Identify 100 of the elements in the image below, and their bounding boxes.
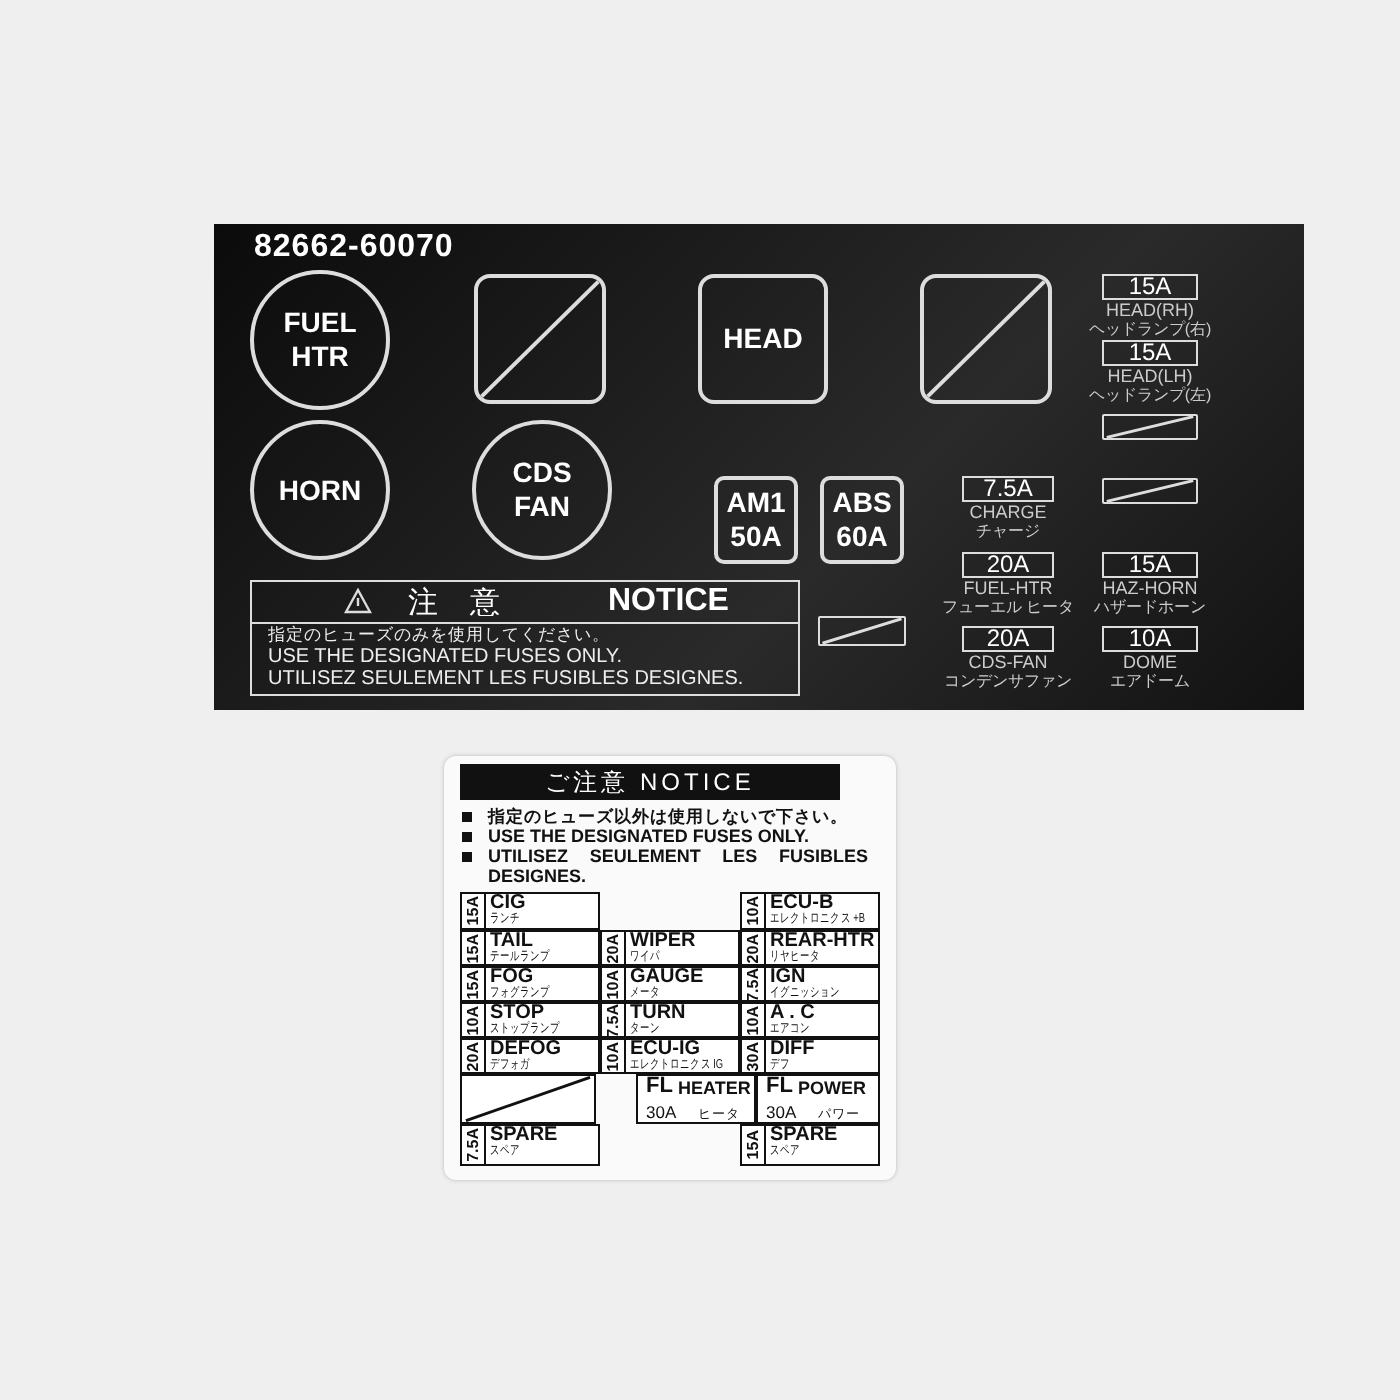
fuse-name: TAIL [490, 930, 533, 952]
notice-heading: ご注意 NOTICE [460, 764, 840, 800]
blank-fuse-slot [818, 616, 906, 646]
japanese-name: ヘッドランプ(左) [1086, 386, 1214, 406]
fuse-cell [740, 1124, 880, 1166]
fuse-name: REAR-HTR [770, 930, 875, 952]
fuse-name: HAZ-HORN [1100, 578, 1200, 598]
japanese-name: ヘッドランプ(右) [1086, 320, 1214, 340]
fuse-cell [600, 1038, 740, 1074]
fuse-circle [250, 420, 390, 560]
notice-heading: NOTICE [608, 584, 729, 620]
notice-text: USE THE DESIGNATED FUSES ONLY. [488, 826, 812, 846]
blank-fuse-slot [460, 1074, 596, 1124]
fuse-cell [460, 930, 600, 966]
fuse-name: FOG [490, 966, 534, 988]
fuse-name: FL [646, 1076, 673, 1098]
fuse-cell [460, 966, 600, 1002]
fuse-name: ABS 60A [830, 486, 894, 554]
fuse-cell [740, 892, 880, 930]
amperage: 15A [463, 896, 483, 926]
amperage: 10A [463, 1005, 483, 1035]
japanese-name: ハザードホーン [1092, 598, 1208, 618]
fuse-name: ECU-IG [630, 1038, 700, 1060]
amperage: 7.5A [463, 1128, 483, 1162]
notice-text: UTILISEZ SEULEMENT LES FUSIBLES DESIGNES. [488, 846, 868, 886]
fuse-rating-box [1102, 626, 1198, 652]
amperage: 30A [766, 1102, 797, 1124]
fuse-name: FUEL HTR [281, 306, 359, 374]
fuse-socket [698, 274, 828, 404]
fuse-cell [460, 892, 600, 930]
amperage: 15A [1128, 342, 1172, 364]
amperage: 10A [603, 1041, 623, 1071]
amperage: 20A [743, 933, 763, 963]
fuse-name: CIG [490, 892, 526, 914]
fuse-name: DEFOG [490, 1038, 562, 1060]
amperage: 10A [1128, 628, 1172, 650]
fuse-circle [250, 270, 390, 410]
amperage: 10A [743, 1005, 763, 1035]
fuse-name: SPARE [770, 1124, 838, 1146]
japanese-name: チャージ [974, 522, 1042, 542]
fuse-name: HEATER [678, 1078, 751, 1100]
fuse-name: CDS-FAN [966, 652, 1050, 672]
fuse-rating-box [1102, 340, 1198, 366]
fuse-cell [740, 1038, 880, 1074]
fuse-name: A . C [770, 1002, 815, 1024]
fuse-cell [600, 966, 740, 1002]
fuse-rating-box [1102, 274, 1198, 300]
notice-heading: 注 意 [408, 584, 513, 622]
amperage: 7.5A [983, 478, 1033, 500]
fuse-name: HORN [276, 473, 364, 507]
notice-text: 指定のヒューズのみを使用してください。 [268, 624, 610, 646]
fuse-cell [460, 1124, 600, 1166]
fuse-cell [600, 930, 740, 966]
fuse-chart-label [444, 756, 896, 1180]
amperage: 20A [986, 554, 1030, 576]
blank-fuse-slot [1102, 478, 1198, 504]
fuse-name: DIFF [770, 1038, 815, 1060]
fuse-name: GAUGE [630, 966, 704, 988]
fuse-name: WIPER [630, 930, 696, 952]
fuse-rating-box [962, 476, 1054, 502]
fuse-name: CHARGE [967, 502, 1049, 522]
part-number: 82662-60070 [254, 230, 454, 266]
fuse-rating-box [1102, 552, 1198, 578]
fuse-rating-box [962, 626, 1054, 652]
fuse-name: IGN [770, 966, 806, 988]
fuse-cell [740, 1002, 880, 1038]
amperage: 15A [1128, 276, 1172, 298]
fuse-name: CDS FAN [510, 456, 574, 524]
fuse-name: DOME [1121, 652, 1179, 672]
fuse-name: TURN [630, 1002, 686, 1024]
fuse-circle [472, 420, 612, 560]
blank-fuse-slot [1102, 414, 1198, 440]
fuse-cell [636, 1074, 756, 1124]
notice-text: 指定のヒューズ以外は使用しないで下さい。 [488, 806, 850, 826]
fuse-cell [600, 1002, 740, 1038]
fuse-name: FL [766, 1076, 793, 1098]
fuse-name: HEAD [721, 322, 805, 356]
amperage: 10A [603, 969, 623, 999]
amperage: 15A [1128, 554, 1172, 576]
fuse-cell [460, 1038, 600, 1074]
blank-fuse-slot [474, 274, 606, 404]
fuse-box-label [214, 224, 1304, 710]
amperage: 10A [743, 896, 763, 926]
amperage: 7.5A [603, 1003, 623, 1037]
fuse-name: POWER [798, 1078, 867, 1100]
fuse-cell [756, 1074, 880, 1124]
fuse-cell [740, 930, 880, 966]
japanese-name: エアドーム [1108, 672, 1192, 692]
japanese-name: フューエル ヒータ [939, 598, 1077, 618]
fuse-name: HEAD(LH) [1105, 366, 1195, 386]
amperage: 20A [463, 1041, 483, 1071]
amperage: 15A [463, 969, 483, 999]
amperage: 15A [463, 933, 483, 963]
fuse-name: HEAD(RH) [1104, 300, 1196, 320]
fuse-cell [740, 966, 880, 1002]
fuse-name: FUEL-HTR [961, 578, 1055, 598]
fuse-name: ECU-B [770, 892, 834, 914]
amperage: 20A [603, 933, 623, 963]
fuse-name: SPARE [490, 1124, 558, 1146]
fuse-name: STOP [490, 1002, 545, 1024]
